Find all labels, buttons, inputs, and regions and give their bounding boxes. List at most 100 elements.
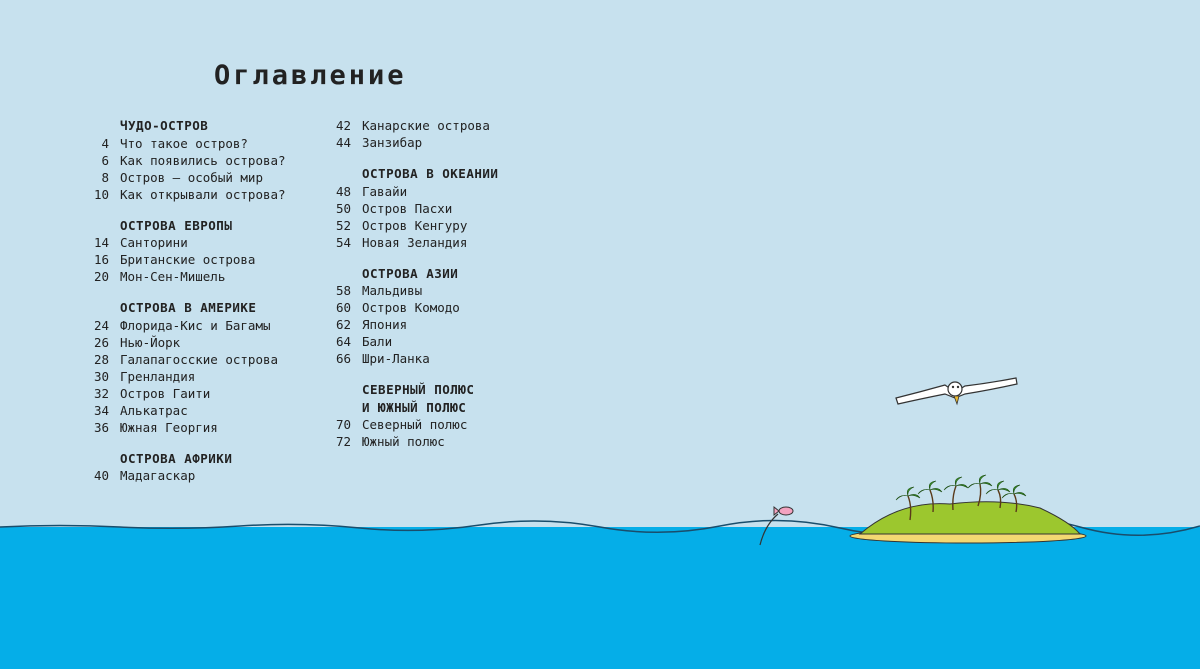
- page-number: 8: [101, 169, 109, 185]
- toc-entry[interactable]: 66 Шри-Ланка: [320, 350, 498, 367]
- section-heading: СЕВЕРНЫЙ ПОЛЮС: [362, 382, 475, 397]
- page-number: 16: [93, 252, 109, 267]
- page-number: 30: [93, 368, 109, 384]
- toc-entry[interactable]: 16 Британские острова: [78, 251, 286, 268]
- entry-label: Как появились острова?: [120, 152, 286, 168]
- toc-entry[interactable]: 14 Санторини: [78, 234, 286, 251]
- entry-label: Остров Гаити: [120, 385, 211, 401]
- toc-entry[interactable]: 40 Мадагаскар: [78, 467, 286, 484]
- toc-entry[interactable]: 44 Занзибар: [320, 134, 498, 151]
- toc-section: 42 Канарские острова 44 Занзибар: [320, 117, 498, 151]
- entry-label: Галапагосские острова: [120, 351, 279, 367]
- section-heading: ЧУДО-ОСТРОВ: [120, 118, 209, 133]
- entry-label: Алькатрас: [120, 402, 188, 418]
- entry-label: Остров Пасхи: [362, 200, 453, 216]
- toc-entry[interactable]: 32 Остров Гаити: [78, 385, 286, 402]
- entry-label: Флорида-Кис и Багамы: [120, 317, 271, 333]
- section-heading: ОСТРОВА АФРИКИ: [120, 450, 233, 466]
- section-heading: ОСТРОВА В ОКЕАНИИ: [362, 166, 499, 181]
- toc-entry[interactable]: 24 Флорида-Кис и Багамы: [78, 317, 286, 334]
- page-number: 52: [335, 217, 351, 233]
- entry-label: Южный полюс: [362, 434, 445, 449]
- entry-label: Занзибар: [362, 135, 423, 150]
- entry-label: Гренландия: [120, 368, 196, 384]
- page-number: 26: [93, 334, 109, 350]
- toc-entry[interactable]: 60 Остров Комодо: [320, 299, 498, 316]
- entry-label: Бали: [362, 334, 393, 349]
- page-number: 20: [93, 269, 109, 284]
- entry-label: Мальдивы: [362, 283, 423, 298]
- toc-entry[interactable]: 34 Алькатрас: [78, 402, 286, 419]
- toc-entry[interactable]: 64 Бали: [320, 333, 498, 350]
- toc-entry[interactable]: 70 Северный полюс: [320, 416, 498, 433]
- toc-entry[interactable]: 48 Гавайи: [320, 183, 498, 200]
- entry-label: Нью-Йорк: [120, 334, 181, 350]
- page-number: 50: [335, 200, 351, 216]
- section-heading: И ЮЖНЫЙ ПОЛЮС: [362, 399, 467, 415]
- page-number: 72: [335, 434, 351, 449]
- page-number: 40: [93, 468, 109, 483]
- page-number: 36: [93, 419, 109, 435]
- page-number: 64: [335, 334, 351, 349]
- toc-entry[interactable]: 52 Остров Кенгуру: [320, 217, 498, 234]
- section-heading: ОСТРОВА АЗИИ: [362, 265, 459, 281]
- entry-label: Британские острова: [120, 252, 256, 267]
- entry-label: Остров Кенгуру: [362, 217, 468, 233]
- page-number: 6: [101, 152, 109, 168]
- page-number: 44: [335, 135, 351, 150]
- page-number: 60: [335, 300, 351, 315]
- entry-label: Остров Комодо: [362, 300, 460, 315]
- page-number: 34: [93, 402, 109, 418]
- page-number: 42: [335, 118, 351, 133]
- page-number: 14: [93, 235, 109, 250]
- toc-entry[interactable]: 58 Мальдивы: [320, 282, 498, 299]
- island-palms-icon: [849, 474, 1087, 544]
- entry-label: Как открывали острова?: [120, 186, 286, 202]
- toc-section: ОСТРОВА ЕВРОПЫ 14 Санторини 16 Британские ос…: [78, 217, 286, 286]
- page-number: 24: [93, 317, 109, 333]
- toc-entry[interactable]: 6 Как появились острова?: [78, 152, 286, 169]
- page-number: 58: [335, 283, 351, 298]
- sea: [0, 527, 1200, 669]
- entry-label: Канарские острова: [362, 118, 490, 133]
- page-number: 32: [93, 385, 109, 401]
- page-number: 70: [335, 417, 351, 432]
- page-number: 48: [335, 183, 351, 199]
- toc-entry[interactable]: 72 Южный полюс: [320, 433, 498, 450]
- section-heading: ОСТРОВА ЕВРОПЫ: [120, 217, 233, 233]
- entry-label: Что такое остров?: [120, 135, 248, 151]
- entry-label: Мон-Сен-Мишель: [120, 269, 226, 284]
- toc-entry[interactable]: 50 Остров Пасхи: [320, 200, 498, 217]
- fish-icon: [759, 505, 794, 546]
- seagull-icon: [895, 377, 1018, 406]
- entry-label: Южная Георгия: [120, 419, 218, 435]
- toc-entry[interactable]: 30 Гренландия: [78, 368, 286, 385]
- toc-entry[interactable]: 26 Нью-Йорк: [78, 334, 286, 351]
- toc-title: Оглавление: [214, 60, 407, 91]
- section-heading: ОСТРОВА В АМЕРИКЕ: [120, 300, 257, 315]
- toc-entry[interactable]: 20 Мон-Сен-Мишель: [78, 268, 286, 285]
- toc-entry[interactable]: 36 Южная Георгия: [78, 419, 286, 436]
- toc-section: ОСТРОВА АФРИКИ 40 Мадагаскар: [78, 450, 286, 485]
- entry-label: Шри-Ланка: [362, 351, 430, 366]
- entry-label: Гавайи: [362, 183, 408, 199]
- toc-entry[interactable]: 42 Канарские острова: [320, 117, 498, 134]
- page-number: 66: [335, 351, 351, 366]
- entry-label: Санторини: [120, 235, 188, 250]
- page-number: 54: [335, 234, 351, 250]
- entry-label: Северный полюс: [362, 417, 468, 432]
- entry-label: Мадагаскар: [120, 468, 196, 483]
